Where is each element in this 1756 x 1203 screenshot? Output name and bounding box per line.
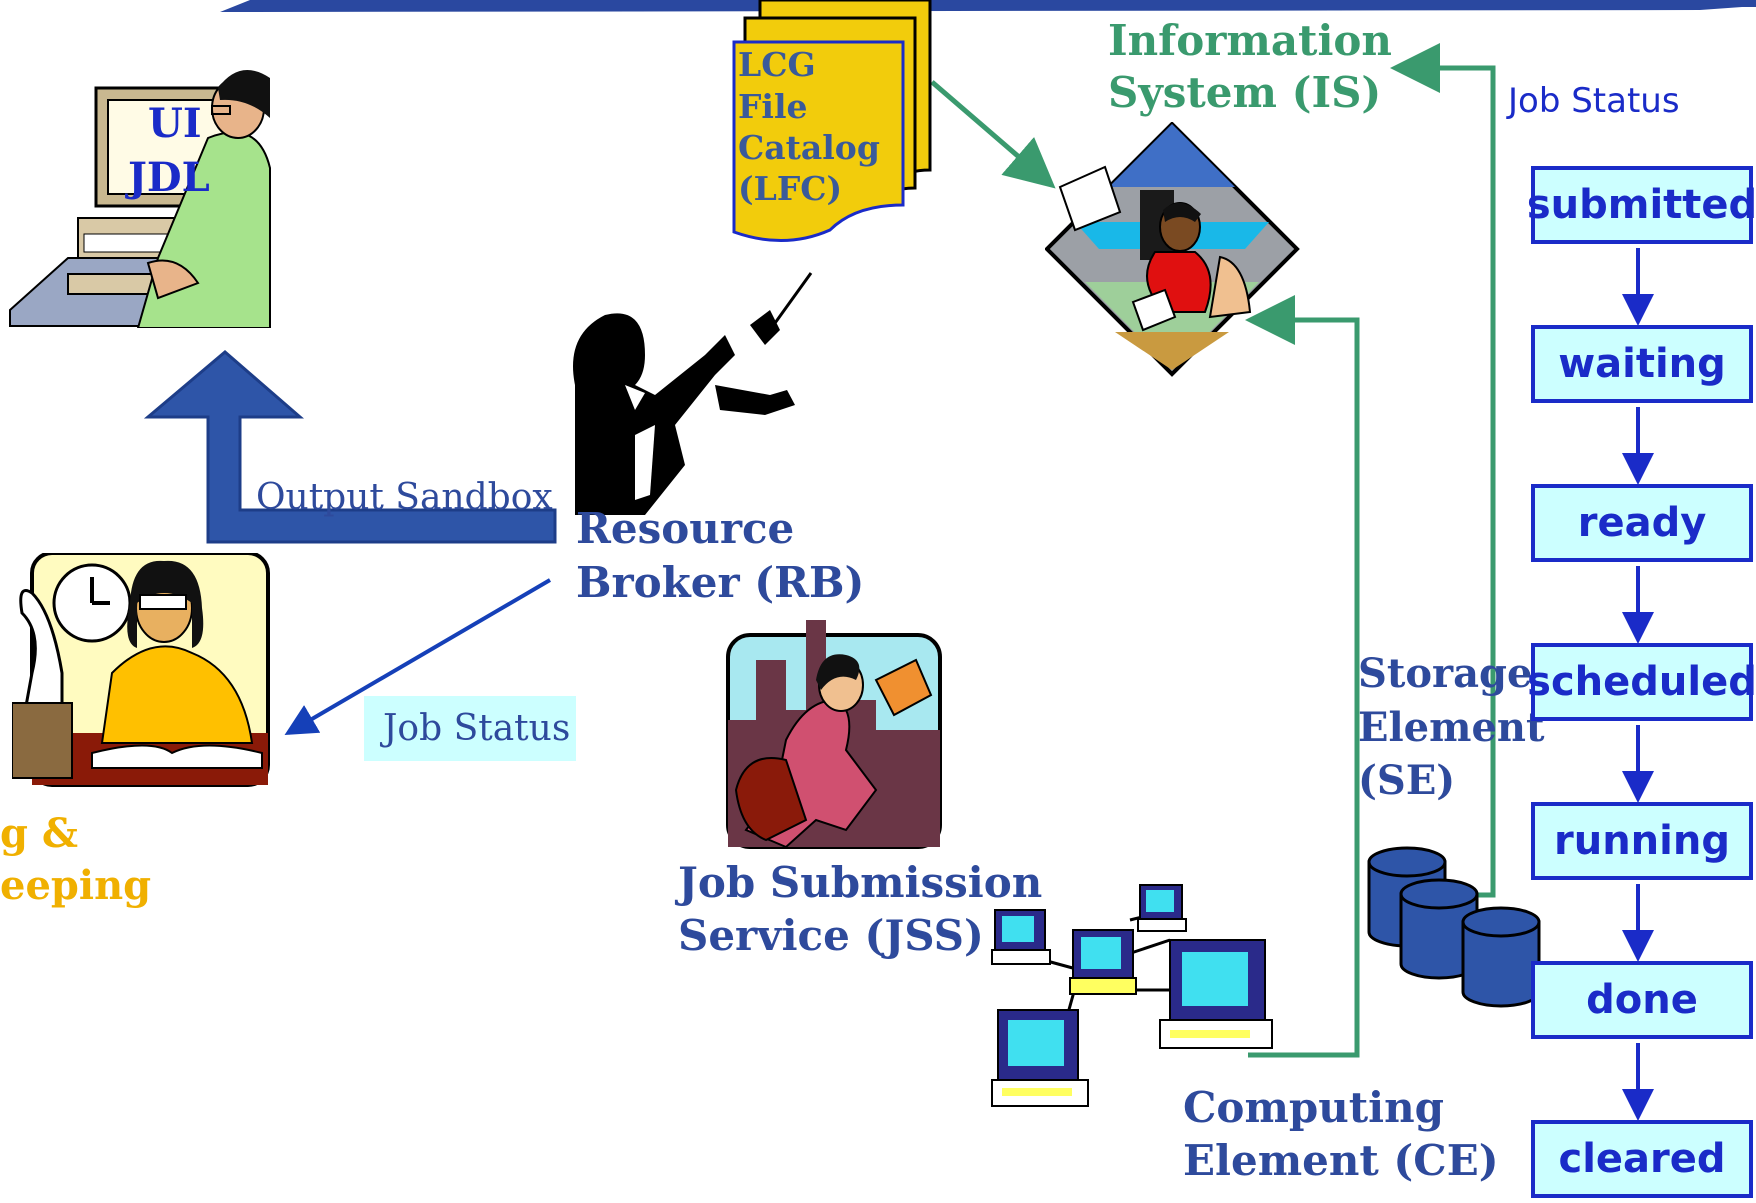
state-running: running xyxy=(1531,802,1753,880)
courier-icon xyxy=(726,620,942,849)
conductor-icon xyxy=(573,272,813,515)
state-done: done xyxy=(1531,961,1753,1039)
lfc-label-line1: LCG xyxy=(738,45,816,84)
job-status-lb-label: Job Status xyxy=(383,708,571,749)
job-status-top-label: Job Status xyxy=(1508,81,1680,121)
pc-1 xyxy=(991,909,1051,965)
jss-label-line1: Job Submission xyxy=(678,858,1043,907)
ce-to-is-arrow xyxy=(1245,295,1360,1058)
ui-label-line1: UI xyxy=(148,100,202,147)
lfc-documents-icon xyxy=(732,0,932,243)
pc-5 xyxy=(991,1009,1089,1107)
rb-label-line1: Resource xyxy=(576,504,795,553)
rb-label-line2: Broker (RB) xyxy=(576,558,865,607)
state-cleared: cleared xyxy=(1531,1120,1753,1198)
ui-label-line2: JDL xyxy=(128,154,210,201)
header-bar xyxy=(220,0,1756,12)
state-ready: ready xyxy=(1531,484,1753,562)
se-label-line2: Element xyxy=(1358,704,1545,751)
job-status-lb-box xyxy=(364,696,576,761)
output-sandbox-label: Output Sandbox xyxy=(256,477,553,518)
ce-label-line1: Computing xyxy=(1183,1083,1445,1132)
is-label-line2: System (IS) xyxy=(1108,68,1382,117)
state-waiting: waiting xyxy=(1531,325,1753,403)
rb-to-lb-arrow xyxy=(284,578,552,736)
librarian-icon xyxy=(12,553,270,787)
ce-label-line2: Element (CE) xyxy=(1183,1136,1499,1185)
clerk-desk-icon xyxy=(1045,122,1300,377)
jss-label-line2: Service (JSS) xyxy=(678,911,984,960)
state-submitted: submitted xyxy=(1527,166,1756,244)
se-label-line1: Storage xyxy=(1358,650,1533,697)
pc-4 xyxy=(1159,939,1273,1049)
lfc-label-line2: File xyxy=(738,87,808,126)
lb-label-line2: eeping xyxy=(0,862,152,909)
pc-3 xyxy=(1137,884,1187,932)
networked-computers-icon xyxy=(991,884,1273,1107)
lb-label-line1: g & xyxy=(0,810,79,857)
output-sandbox-arrow xyxy=(143,350,557,544)
se-label-line3: (SE) xyxy=(1358,757,1456,804)
user-at-computer-icon xyxy=(9,70,271,328)
state-scheduled: scheduled xyxy=(1527,643,1756,721)
lfc-to-is-arrow xyxy=(930,80,1056,189)
lfc-label-line3: Catalog xyxy=(738,128,880,167)
pc-2 xyxy=(1069,929,1137,995)
storage-disks-icon xyxy=(1367,846,1541,1008)
is-label-line1: Information xyxy=(1108,16,1392,65)
lfc-label-line4: (LFC) xyxy=(738,169,843,208)
